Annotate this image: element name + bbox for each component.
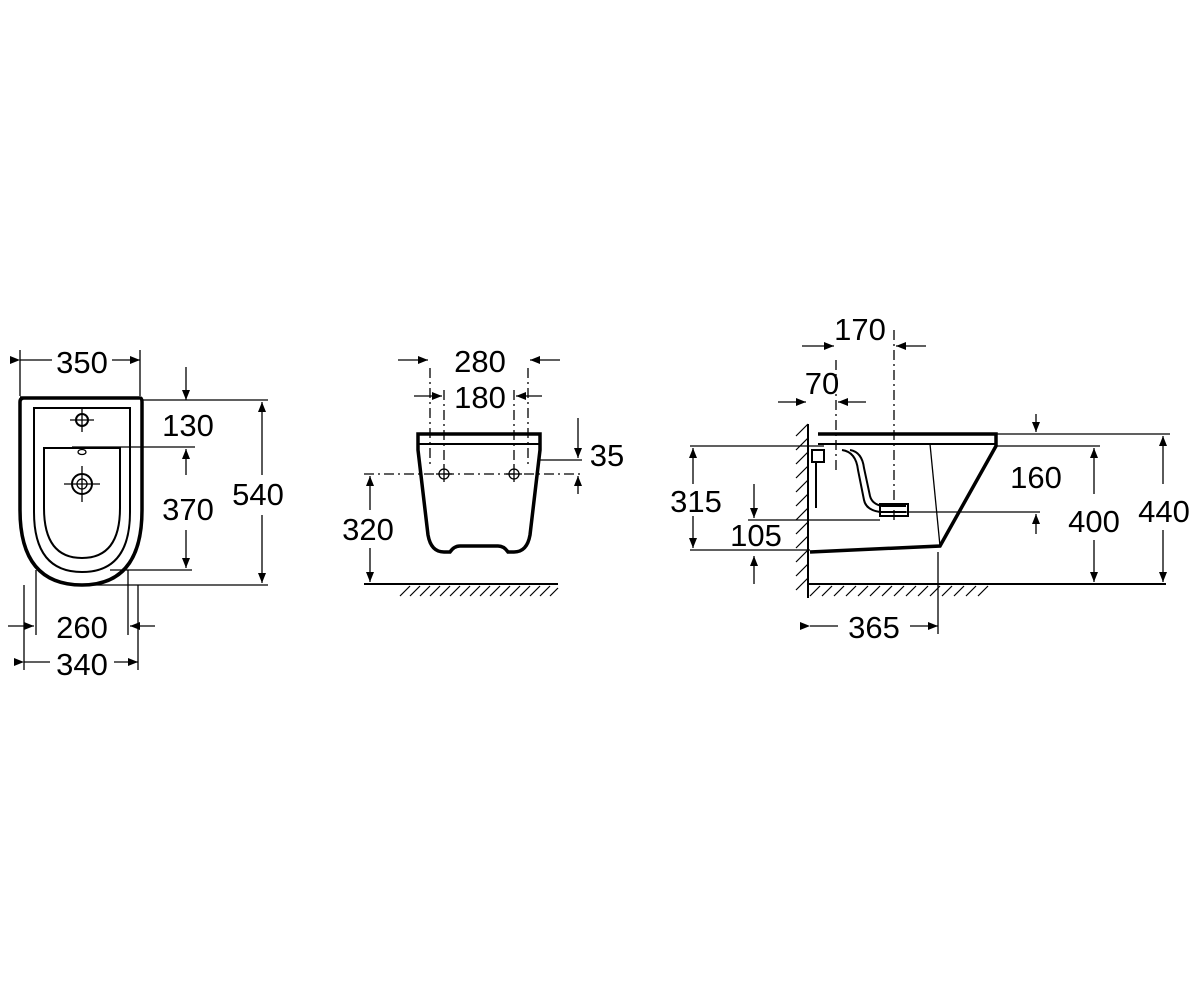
dim-280: 280 xyxy=(454,344,506,379)
dim-400: 400 xyxy=(1068,504,1120,539)
wall-hatch xyxy=(795,423,809,591)
bidet-back-outline xyxy=(416,432,542,554)
dim-160: 160 xyxy=(1010,460,1062,495)
dim-170: 170 xyxy=(834,312,886,347)
dim-70: 70 xyxy=(805,366,839,401)
dim-130: 130 xyxy=(162,408,214,443)
dim-320: 320 xyxy=(342,512,394,547)
overflow-hole xyxy=(77,448,87,456)
tap-hole-icon xyxy=(70,408,94,432)
dim-340: 340 xyxy=(56,647,108,682)
side-floor-hatch xyxy=(809,585,989,597)
dim-180: 180 xyxy=(454,380,506,415)
back-view: 280 180 35 320 xyxy=(342,344,624,597)
dim-35: 35 xyxy=(590,438,624,473)
drain-icon xyxy=(64,466,100,502)
dim-540: 540 xyxy=(232,477,284,512)
floor-hatch xyxy=(399,585,559,597)
dim-260: 260 xyxy=(56,610,108,645)
bidet-bowl-profile xyxy=(841,449,906,513)
front-view: 350 130 370 540 260 340 xyxy=(8,345,284,682)
dim-315: 315 xyxy=(670,484,722,519)
dim-440: 440 xyxy=(1138,494,1190,529)
dim-350: 350 xyxy=(56,345,108,380)
dim-365: 365 xyxy=(848,610,900,645)
dim-105: 105 xyxy=(730,518,782,553)
bidet-rim-inner xyxy=(33,407,131,574)
side-view: 170 70 315 105 160 400 440 xyxy=(670,312,1190,645)
bidet-side-outline xyxy=(809,432,998,554)
wall-bracket xyxy=(811,449,825,463)
dim-370: 370 xyxy=(162,492,214,527)
bidet-bowl xyxy=(43,447,121,560)
